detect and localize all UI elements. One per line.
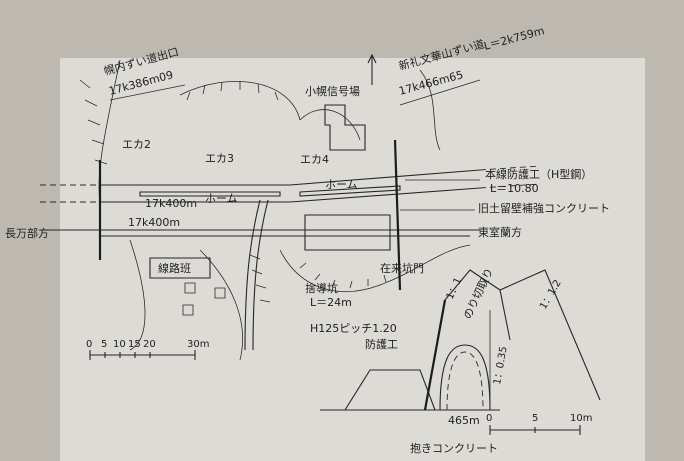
label-h125: H125ピッチ1.20 [310, 322, 397, 335]
label-eka3: エカ3 [205, 152, 234, 165]
scale1-tick-10: 10 [113, 339, 126, 350]
label-guide-len: L＝24m [310, 296, 352, 309]
scale1-tick-5: 5 [101, 339, 107, 350]
label-new-tunnel: 新礼文華山ずい道 [397, 37, 486, 73]
section-slope [444, 269, 601, 401]
scale2-tick-0: 0 [486, 413, 492, 424]
right-hill-contour [299, 109, 361, 141]
existing-portal-wall [393, 139, 402, 291]
lower-hill-contour [279, 244, 471, 292]
track-extension-right [479, 165, 541, 189]
label-width-465: 465m [448, 414, 480, 427]
section-arch-dash [446, 351, 484, 411]
left-cliff-hatch [79, 79, 108, 165]
leader-horonai [109, 84, 186, 101]
label-senroban: 線路班 [158, 261, 191, 275]
scale1-end: 30m [187, 339, 209, 350]
label-home-right: ホーム [325, 178, 358, 191]
track-upper [100, 169, 481, 186]
label-dakicon: 抱きコンクリート [410, 441, 498, 455]
small-building-1 [182, 282, 226, 316]
scale2-tick-5: 5 [532, 413, 538, 424]
track-extension-left [40, 184, 100, 203]
section-wall [423, 299, 447, 411]
section-arch [439, 344, 491, 411]
label-slope-11: 1：1 [445, 276, 465, 301]
label-eka2: エカ2 [122, 138, 151, 151]
label-new-tunnel-len: L＝2k759m [482, 24, 545, 53]
label-km400-lower: 17k400m [128, 216, 180, 229]
label-protection: 本線防護工（H型鋼） [485, 167, 592, 181]
label-existing-portal: 在来坑門 [380, 261, 424, 275]
label-eka4: エカ4 [300, 153, 329, 166]
center-slope-hatch [249, 254, 271, 303]
section-protection-frame [344, 369, 436, 411]
label-km400-upper: 17k400m [145, 197, 197, 210]
track-lower [100, 187, 481, 203]
left-hill-contour [98, 59, 121, 201]
leader-new-tunnel [399, 79, 481, 106]
scale-bar-1 [89, 350, 196, 360]
label-guide-tunnel: 捨導坑 [305, 281, 338, 295]
scale1-tick-20: 20 [143, 339, 156, 350]
station-building [324, 104, 366, 151]
upper-hatch [186, 81, 279, 101]
curved-road [244, 199, 261, 351]
senroban-building [149, 257, 211, 279]
scale2-end: 10m [570, 413, 592, 424]
label-higashimuroran-side: 東室蘭方 [478, 225, 522, 239]
upper-hill-contour [179, 81, 301, 121]
label-slope-035: 1：0.35 [492, 346, 510, 386]
platform-right [299, 185, 401, 197]
label-protection-len: L＝10.80 [490, 182, 539, 195]
north-arrow [367, 53, 377, 85]
guide-tunnel [304, 214, 391, 251]
right-upper-contour [419, 69, 441, 151]
lower-hatch [299, 262, 387, 289]
label-protection2: 防護工 [365, 337, 398, 351]
scale1-tick-15: 15 [128, 339, 141, 350]
label-komaba-station: 小幌信号場 [305, 84, 360, 98]
label-old-wall: 旧土留壁補強コンクリート [478, 201, 610, 215]
label-oshamambe-side: 長万部方 [5, 226, 49, 240]
left-lower-contour [129, 239, 146, 351]
scale1-tick-0: 0 [86, 339, 92, 350]
curved-road-2 [252, 199, 269, 351]
scale-bar-2 [489, 425, 581, 435]
label-home-left: ホーム [205, 192, 238, 205]
platform-left [139, 191, 281, 197]
